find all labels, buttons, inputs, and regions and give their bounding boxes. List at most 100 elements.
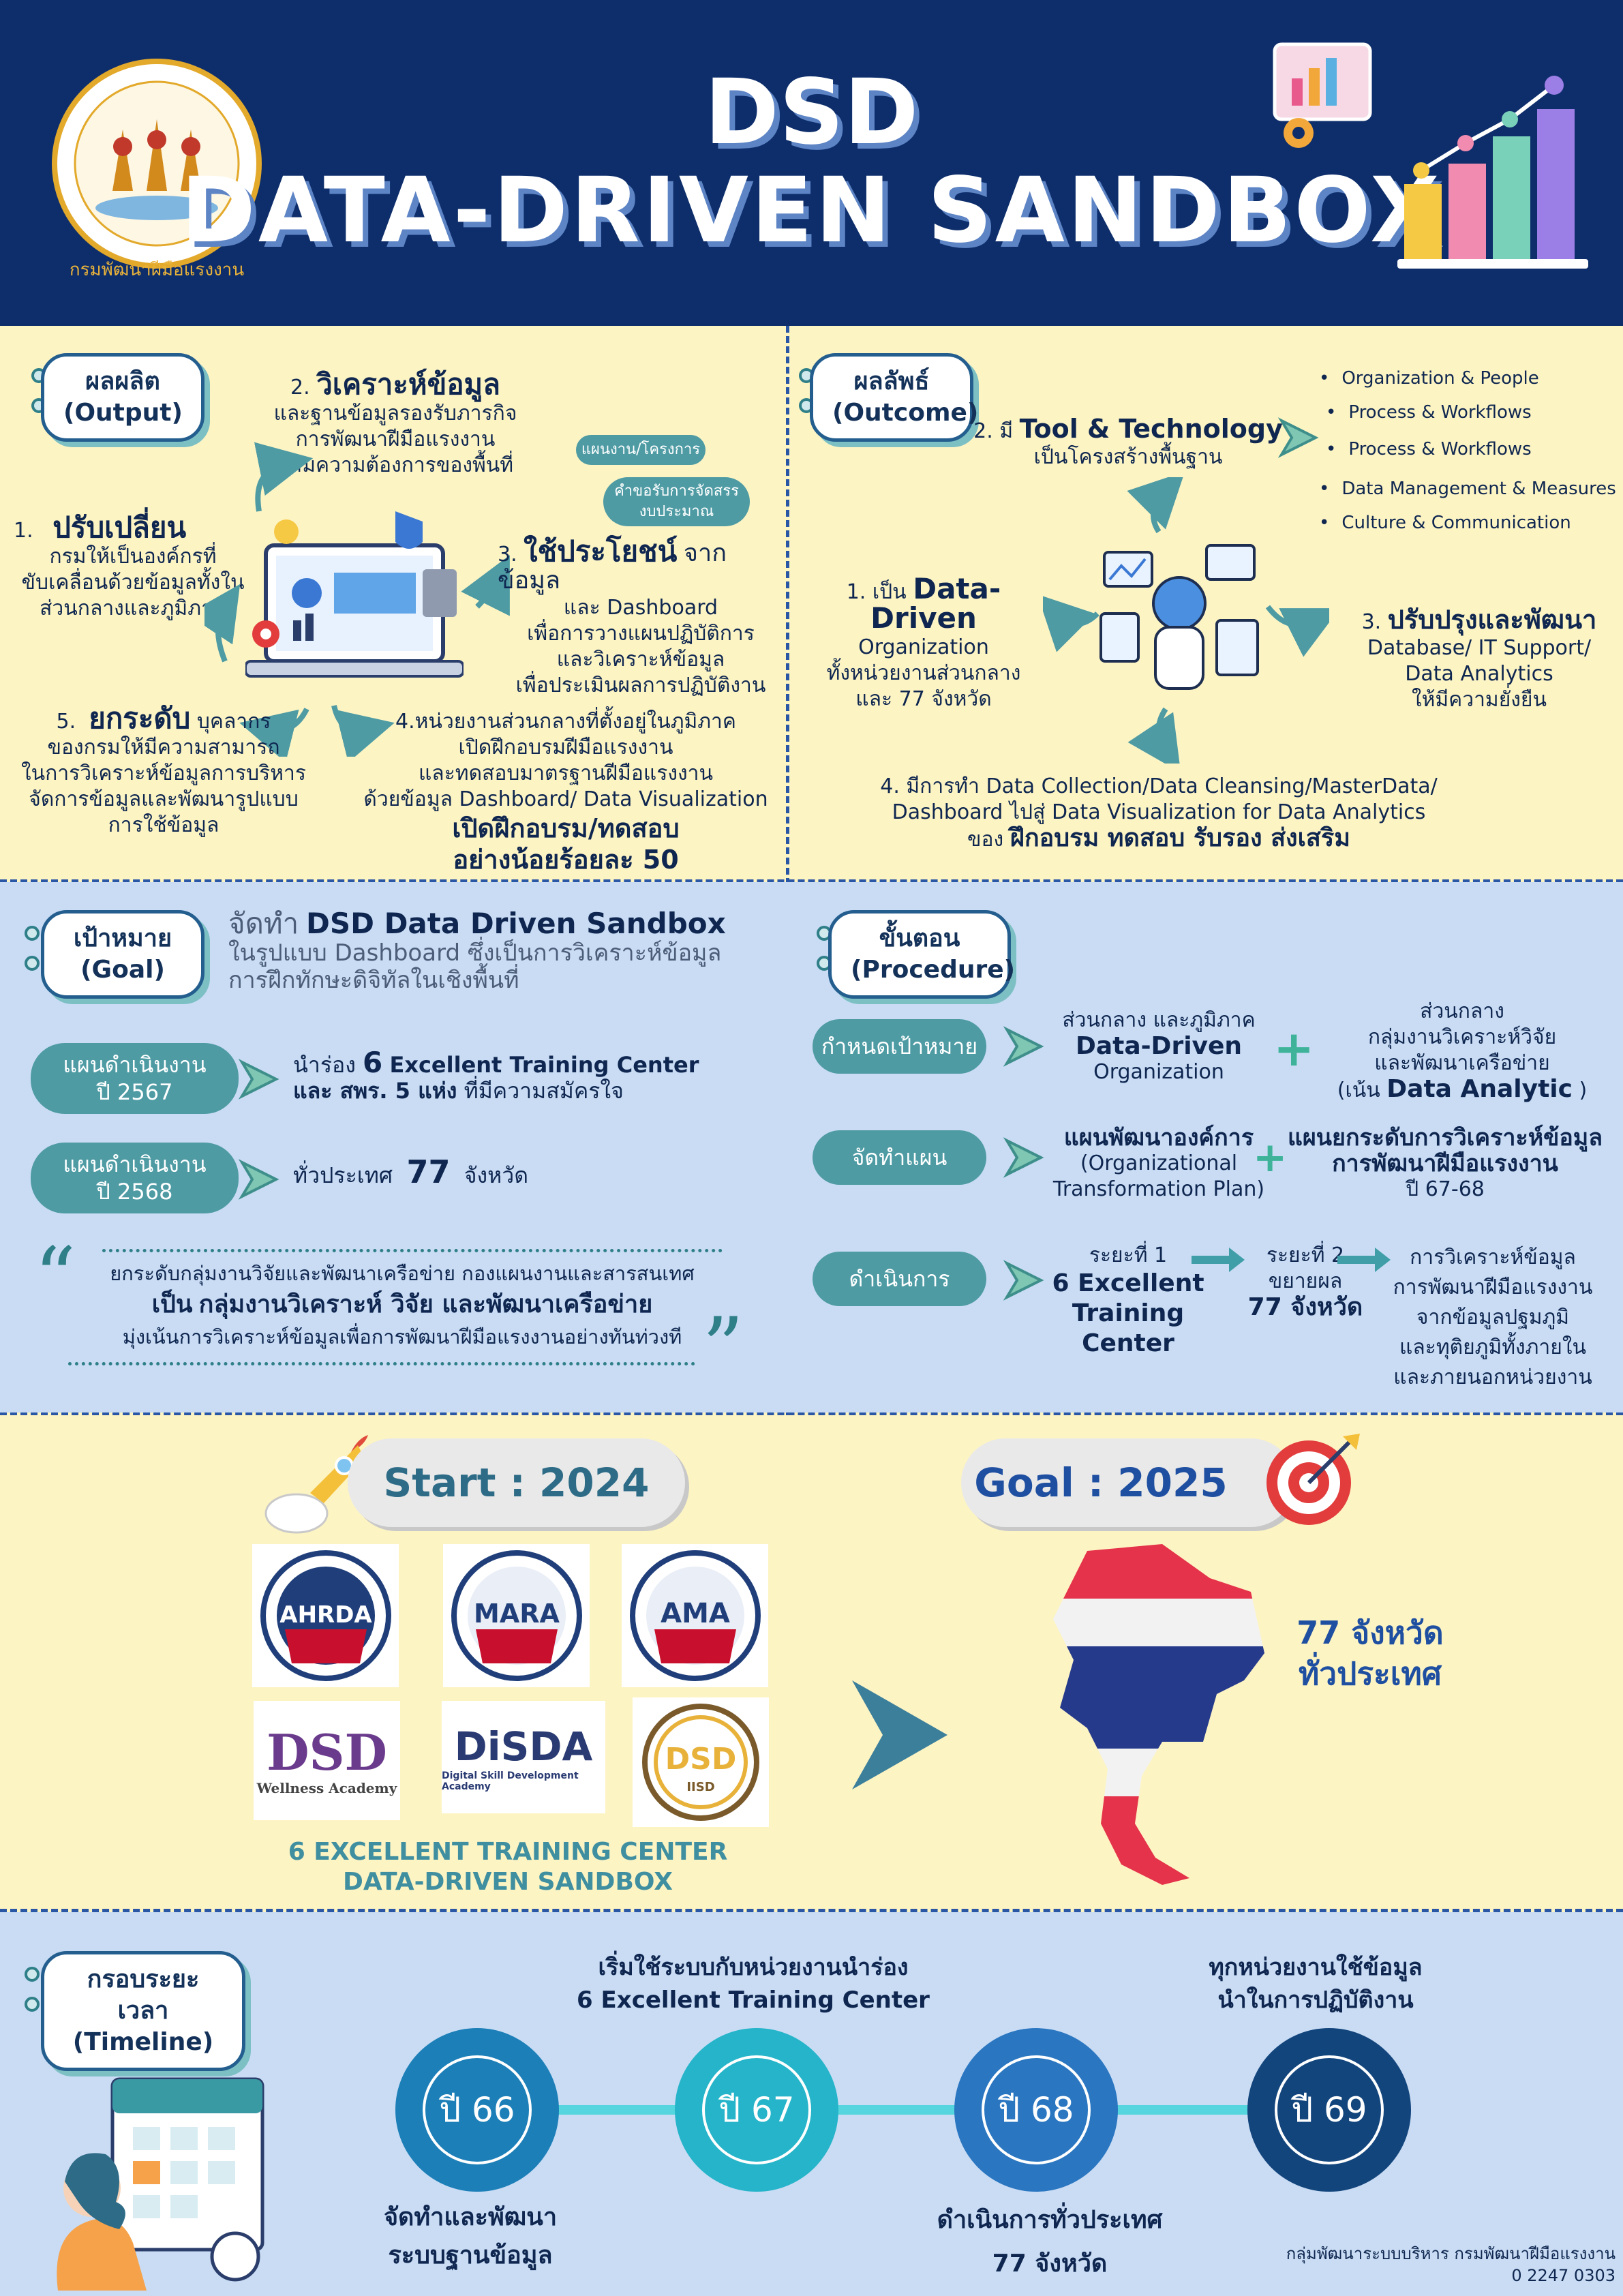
output-item-5: 5. ยกระดับ บุคลากร ของกรมให้มีความสามารถ…	[21, 701, 306, 838]
procedure-step-2-b: แผนยกระดับการวิเคราะห์ข้อมูล การพัฒนาฝีม…	[1287, 1124, 1603, 1201]
dsd-iisd-subtitle: IISD	[686, 1780, 714, 1794]
plan-2568-text: ทั่วประเทศ 77 จังหวัด	[293, 1153, 529, 1190]
bar-chart-icon	[1391, 55, 1595, 273]
year-label: ปี 69	[1275, 2055, 1384, 2164]
year-circle-69: ปี 69	[1247, 2028, 1411, 2192]
target-icon	[1261, 1428, 1363, 1530]
procedure-step-3-b: ระยะที่ 2 ขยายผล 77 จังหวัด	[1247, 1243, 1363, 1321]
section-divider	[0, 1909, 1623, 1912]
timeline-bottom-b: ดำเนินการทั่วประเทศ 77 จังหวัด	[937, 2206, 1163, 2278]
cycle-arrows	[204, 442, 510, 757]
output-item-3: 3. ใช้ประโยชน์ จากข้อมูล และ Dashboard เ…	[498, 534, 766, 698]
outcome-item-1: 1. เป็น Data-Driven Organization ทั้งหน่…	[826, 572, 1021, 712]
page-title-line1: DSD	[704, 60, 919, 165]
chevron-right-icon	[852, 1680, 947, 1789]
emblem-caption: กรมพัฒนาฝีมือแรงงาน	[69, 260, 245, 280]
goal-banner: Goal : 2025	[961, 1438, 1295, 1527]
outcome-bullet: Organization & People	[1319, 368, 1538, 389]
outcome-bullet: Process & Workflows	[1326, 402, 1531, 423]
calendar-person-illustration	[31, 2066, 276, 2291]
goal-tag: เป้าหมาย(Goal)	[41, 910, 204, 999]
plus-icon: +	[1273, 1020, 1315, 1077]
outcome-bullet: Process & Workflows	[1326, 439, 1531, 459]
ahrda-logo: AHRDA	[252, 1544, 399, 1687]
analytics-monitor-icon	[1268, 37, 1377, 153]
procedure-step-1-a: ส่วนกลาง และภูมิภาค Data-Driven Organiza…	[1062, 1008, 1256, 1084]
ahrda-logo-text: AHRDA	[279, 1601, 372, 1629]
procedure-tag: ขั้นตอน(Procedure)	[828, 910, 1015, 999]
timeline-top-b: ทุกหน่วยงานใช้ข้อมูล นำในการปฏิบัติงาน	[1209, 1954, 1423, 2014]
year-circle-67: ปี 67	[675, 2028, 838, 2192]
quote-text: ยกระดับกลุ่มงานวิจัยและพัฒนาเครือข่าย กอ…	[110, 1262, 695, 1348]
ai-robot-illustration	[1097, 539, 1261, 695]
chevron-right-icon	[239, 1159, 279, 1200]
procedure-step-3-pill: ดำเนินการ	[813, 1252, 986, 1306]
quote-close-icon: ”	[702, 1301, 744, 1395]
start-label: Start : 2024	[383, 1460, 650, 1506]
chevron-right-icon	[239, 1059, 279, 1100]
goal-heading: จัดทำ DSD Data Driven Sandbox ในรูปแบบ D…	[228, 907, 726, 995]
procedure-step-2-pill: จัดทำแผน	[813, 1130, 986, 1185]
procedure-step-1-pill: กำหนดเป้าหมาย	[813, 1019, 986, 1074]
section-divider	[786, 326, 789, 1417]
timeline-line	[443, 2105, 1363, 2115]
procedure-step-3-a: ระยะที่ 1 6 Excellent Training Center	[1052, 1243, 1204, 1357]
plan-project-note: แผนงาน/โครงการ	[576, 435, 706, 465]
quote-open-icon: “	[34, 1230, 76, 1325]
chevron-right-icon	[1003, 1260, 1044, 1301]
year-circle-68: ปี 68	[954, 2028, 1118, 2192]
year-label: ปี 68	[982, 2055, 1091, 2164]
laptop-analytics-illustration	[244, 504, 465, 695]
footer-credit: กลุ่มพัฒนาระบบบริหาร กรมพัฒนาฝีมือแรงงาน…	[1286, 2244, 1616, 2285]
plan-2567-text: นำร่อง 6 Excellent Training Center และ ส…	[293, 1046, 699, 1104]
tag-dots	[25, 926, 41, 986]
plus-icon: +	[1253, 1134, 1288, 1181]
disda-subtitle: Digital Skill Development Academy	[442, 1770, 579, 1792]
timeline-bottom-a: จัดทำและพัฒนา ระบบฐานข้อมูล	[383, 2203, 558, 2269]
year-label: ปี 66	[423, 2055, 532, 2164]
svg-text:DSD: DSD	[665, 1742, 737, 1777]
timeline-tag: กรอบระยะเวลา(Timeline)	[41, 1951, 245, 2071]
ama-logo-text: AMA	[661, 1598, 730, 1629]
arrow-right-icon	[1192, 1248, 1245, 1272]
thailand-map	[1046, 1537, 1278, 1892]
dsd-wellness-subtitle: Wellness Academy	[256, 1779, 397, 1796]
page-title-line2: DATA-DRIVEN SANDBOX	[181, 158, 1442, 263]
outcome-cycle-arrows	[1043, 477, 1329, 764]
outcome-bullet: Data Management & Measures	[1319, 479, 1616, 499]
plan-2568-pill: แผนดำเนินงานปี 2568	[31, 1143, 239, 1213]
chevron-right-icon	[1003, 1137, 1044, 1178]
dsd-iisd-logo: DSD IISD	[633, 1697, 769, 1827]
year-label: ปี 67	[702, 2055, 811, 2164]
quote-rule	[68, 1362, 695, 1365]
outcome-item-2: 2. มี Tool & Technology เป็นโครงสร้างพื้…	[973, 414, 1283, 469]
goal-label: Goal : 2025	[974, 1460, 1228, 1506]
disda-logo: DiSDA Digital Skill Development Academy	[442, 1701, 605, 1813]
outcome-bullet: Culture & Communication	[1319, 513, 1571, 533]
outcome-tag: ผลลัพธ์(Outcome)	[810, 353, 978, 442]
mara-logo: MARA	[443, 1544, 590, 1687]
outcome-item-4: 4. มีการทำ Data Collection/Data Cleansin…	[880, 774, 1438, 852]
section-divider	[0, 1413, 1623, 1416]
output-item-1: 1. ปรับเปลี่ยน กรมให้เป็นองค์กรที่ ขับเค…	[14, 511, 245, 621]
tag-dots	[25, 1967, 41, 2027]
chevron-right-icon	[1003, 1026, 1044, 1067]
ama-logo: AMA	[622, 1544, 768, 1687]
year-circle-66: ปี 66	[395, 2028, 559, 2192]
procedure-step-2-a: แผนพัฒนาองค์การ (Organizational Transfor…	[1052, 1124, 1265, 1201]
start-banner: Start : 2024	[348, 1438, 685, 1527]
excellent-center-caption: 6 EXCELLENT TRAINING CENTER DATA-DRIVEN …	[288, 1838, 728, 1896]
procedure-step-1-b: ส่วนกลาง กลุ่มงานวิเคราะห์วิจัย และพัฒนา…	[1337, 999, 1588, 1103]
nationwide-label: 77 จังหวัด ทั่วประเทศ	[1296, 1614, 1444, 1692]
goal-procedure-section	[0, 882, 1623, 1413]
output-item-4: 4.หน่วยงานส่วนกลางที่ตั้งอยู่ในภูมิภาค เ…	[363, 710, 768, 875]
mara-logo-text: MARA	[474, 1599, 560, 1629]
procedure-step-3-c: การวิเคราะห์ข้อมูล การพัฒนาฝีมือแรงงาน จ…	[1393, 1245, 1593, 1389]
arrow-right-icon	[1337, 1248, 1391, 1272]
budget-request-note: คำขอรับการจัดสรรงบประมาณ	[603, 477, 750, 526]
output-item-2: 2. วิเคราะห์ข้อมูล และฐานข้อมูลรองรับภาร…	[273, 367, 517, 478]
header-banner: กรมพัฒนาฝีมือแรงงาน DSD DATA-DRIVEN SAND…	[0, 0, 1623, 326]
section-divider	[0, 879, 1623, 883]
dsd-wellness-logo: DSD Wellness Academy	[254, 1701, 400, 1820]
plan-2567-pill: แผนดำเนินงานปี 2567	[31, 1043, 239, 1114]
